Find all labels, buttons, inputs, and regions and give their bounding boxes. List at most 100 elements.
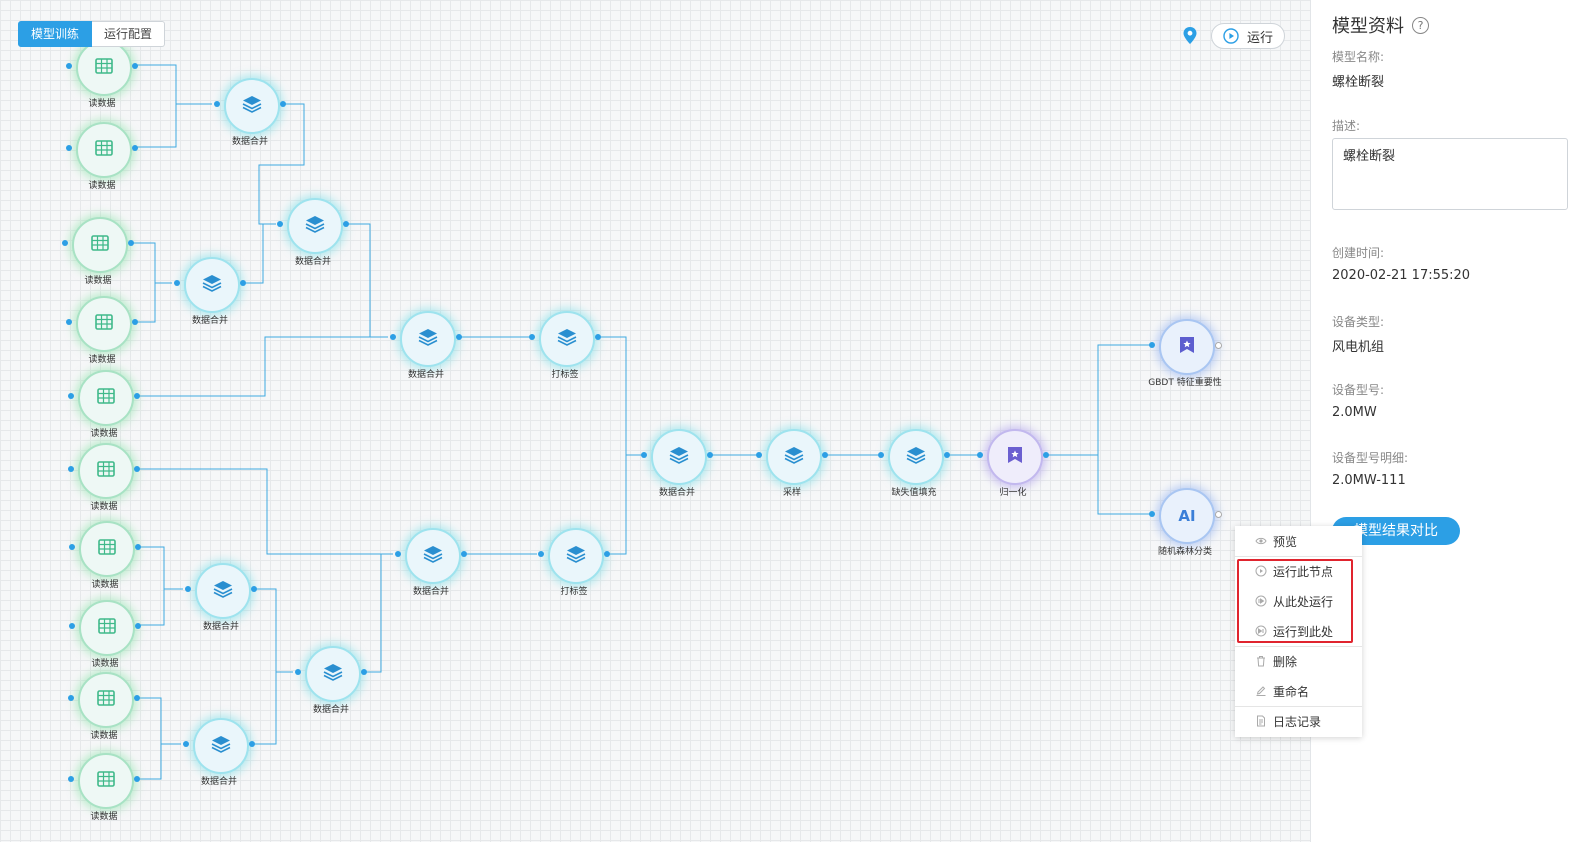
output-port[interactable] xyxy=(1043,452,1049,458)
node-data-merge[interactable] xyxy=(184,257,240,313)
run-button[interactable]: 运行 xyxy=(1211,23,1285,49)
input-port[interactable] xyxy=(66,145,72,151)
input-port[interactable] xyxy=(395,551,401,557)
output-port[interactable] xyxy=(604,551,610,557)
input-port[interactable] xyxy=(62,240,68,246)
input-port[interactable] xyxy=(1149,511,1155,517)
tab-run-config[interactable]: 运行配置 xyxy=(92,21,166,47)
input-port[interactable] xyxy=(66,63,72,69)
output-port[interactable] xyxy=(707,452,713,458)
input-port[interactable] xyxy=(641,452,647,458)
input-port[interactable] xyxy=(756,452,762,458)
panel-title: 模型资料 ? xyxy=(1332,12,1429,38)
input-port[interactable] xyxy=(277,221,283,227)
output-port[interactable] xyxy=(1215,342,1222,349)
output-port[interactable] xyxy=(595,334,601,340)
output-port[interactable] xyxy=(128,240,134,246)
input-port[interactable] xyxy=(69,544,75,550)
output-port[interactable] xyxy=(135,544,141,550)
description-textarea[interactable]: 螺栓断裂 xyxy=(1332,138,1568,210)
node-read-data[interactable] xyxy=(78,753,134,809)
input-port[interactable] xyxy=(68,393,74,399)
node-labeling[interactable] xyxy=(539,311,595,367)
output-port[interactable] xyxy=(132,319,138,325)
node-read-data[interactable] xyxy=(78,672,134,728)
node-data-merge[interactable] xyxy=(193,718,249,774)
node-read-data[interactable] xyxy=(78,443,134,499)
menu-item-run-from-here[interactable]: 从此处运行 xyxy=(1235,587,1362,615)
output-port[interactable] xyxy=(240,280,246,286)
table-icon xyxy=(98,618,116,638)
node-read-data[interactable] xyxy=(79,600,135,656)
edge xyxy=(133,283,156,323)
output-port[interactable] xyxy=(249,741,255,747)
node-read-data[interactable] xyxy=(76,40,132,96)
input-port[interactable] xyxy=(68,776,74,782)
node-read-data[interactable] xyxy=(78,370,134,426)
menu-item-preview[interactable]: 预览 xyxy=(1235,527,1362,555)
node-missing-value-fill[interactable] xyxy=(888,429,944,485)
menu-item-run-node[interactable]: 运行此节点 xyxy=(1235,557,1362,585)
tab-model-training[interactable]: 模型训练 xyxy=(18,21,93,47)
node-read-data[interactable] xyxy=(72,217,128,273)
node-labeling[interactable] xyxy=(548,528,604,584)
output-port[interactable] xyxy=(1215,511,1222,518)
output-port[interactable] xyxy=(822,452,828,458)
input-port[interactable] xyxy=(185,586,191,592)
ai-icon: AI xyxy=(1178,507,1196,525)
input-port[interactable] xyxy=(390,334,396,340)
node-data-merge[interactable] xyxy=(195,563,251,619)
output-port[interactable] xyxy=(134,695,140,701)
node-data-merge[interactable] xyxy=(287,198,343,254)
help-icon[interactable]: ? xyxy=(1412,16,1429,34)
input-port[interactable] xyxy=(214,101,220,107)
node-normalize[interactable] xyxy=(987,429,1043,485)
input-port[interactable] xyxy=(68,466,74,472)
output-port[interactable] xyxy=(456,334,462,340)
input-port[interactable] xyxy=(977,452,983,458)
input-port[interactable] xyxy=(529,334,535,340)
node-gbdt-importance[interactable] xyxy=(1159,319,1215,375)
output-port[interactable] xyxy=(251,586,257,592)
node-label: 数据合并 xyxy=(407,370,444,380)
location-pin-icon[interactable] xyxy=(1181,26,1199,46)
output-port[interactable] xyxy=(343,221,349,227)
node-random-forest[interactable]: AI xyxy=(1159,488,1215,544)
input-port[interactable] xyxy=(68,695,74,701)
workflow-canvas[interactable]: 读数据读数据读数据读数据读数据读数据读数据读数据读数据读数据数据合并数据合并数据… xyxy=(0,0,1310,842)
node-read-data[interactable] xyxy=(79,521,135,577)
input-port[interactable] xyxy=(1149,342,1155,348)
input-port[interactable] xyxy=(538,551,544,557)
output-port[interactable] xyxy=(134,466,140,472)
node-data-merge[interactable] xyxy=(405,528,461,584)
output-port[interactable] xyxy=(132,145,138,151)
input-port[interactable] xyxy=(183,741,189,747)
edge xyxy=(366,553,393,673)
bookmark-star-icon xyxy=(1007,446,1023,468)
menu-item-log[interactable]: 日志记录 xyxy=(1235,707,1362,735)
input-port[interactable] xyxy=(174,280,180,286)
node-read-data[interactable] xyxy=(76,296,132,352)
node-read-data[interactable] xyxy=(76,122,132,178)
node-data-merge[interactable] xyxy=(400,311,456,367)
output-port[interactable] xyxy=(134,393,140,399)
output-port[interactable] xyxy=(132,63,138,69)
node-data-merge[interactable] xyxy=(305,646,361,702)
input-port[interactable] xyxy=(295,669,301,675)
input-port[interactable] xyxy=(66,319,72,325)
node-data-merge[interactable] xyxy=(224,78,280,134)
menu-item-rename[interactable]: 重命名 xyxy=(1235,677,1362,705)
input-port[interactable] xyxy=(878,452,884,458)
node-sampling[interactable] xyxy=(766,429,822,485)
output-port[interactable] xyxy=(135,623,141,629)
input-port[interactable] xyxy=(69,623,75,629)
output-port[interactable] xyxy=(134,776,140,782)
output-port[interactable] xyxy=(461,551,467,557)
menu-item-delete[interactable]: 删除 xyxy=(1235,647,1362,675)
output-port[interactable] xyxy=(361,669,367,675)
node-data-merge[interactable] xyxy=(651,429,707,485)
output-port[interactable] xyxy=(944,452,950,458)
output-port[interactable] xyxy=(280,101,286,107)
model-name-label: 模型名称: xyxy=(1332,50,1385,64)
menu-item-run-to-here[interactable]: 运行到此处 xyxy=(1235,617,1362,645)
